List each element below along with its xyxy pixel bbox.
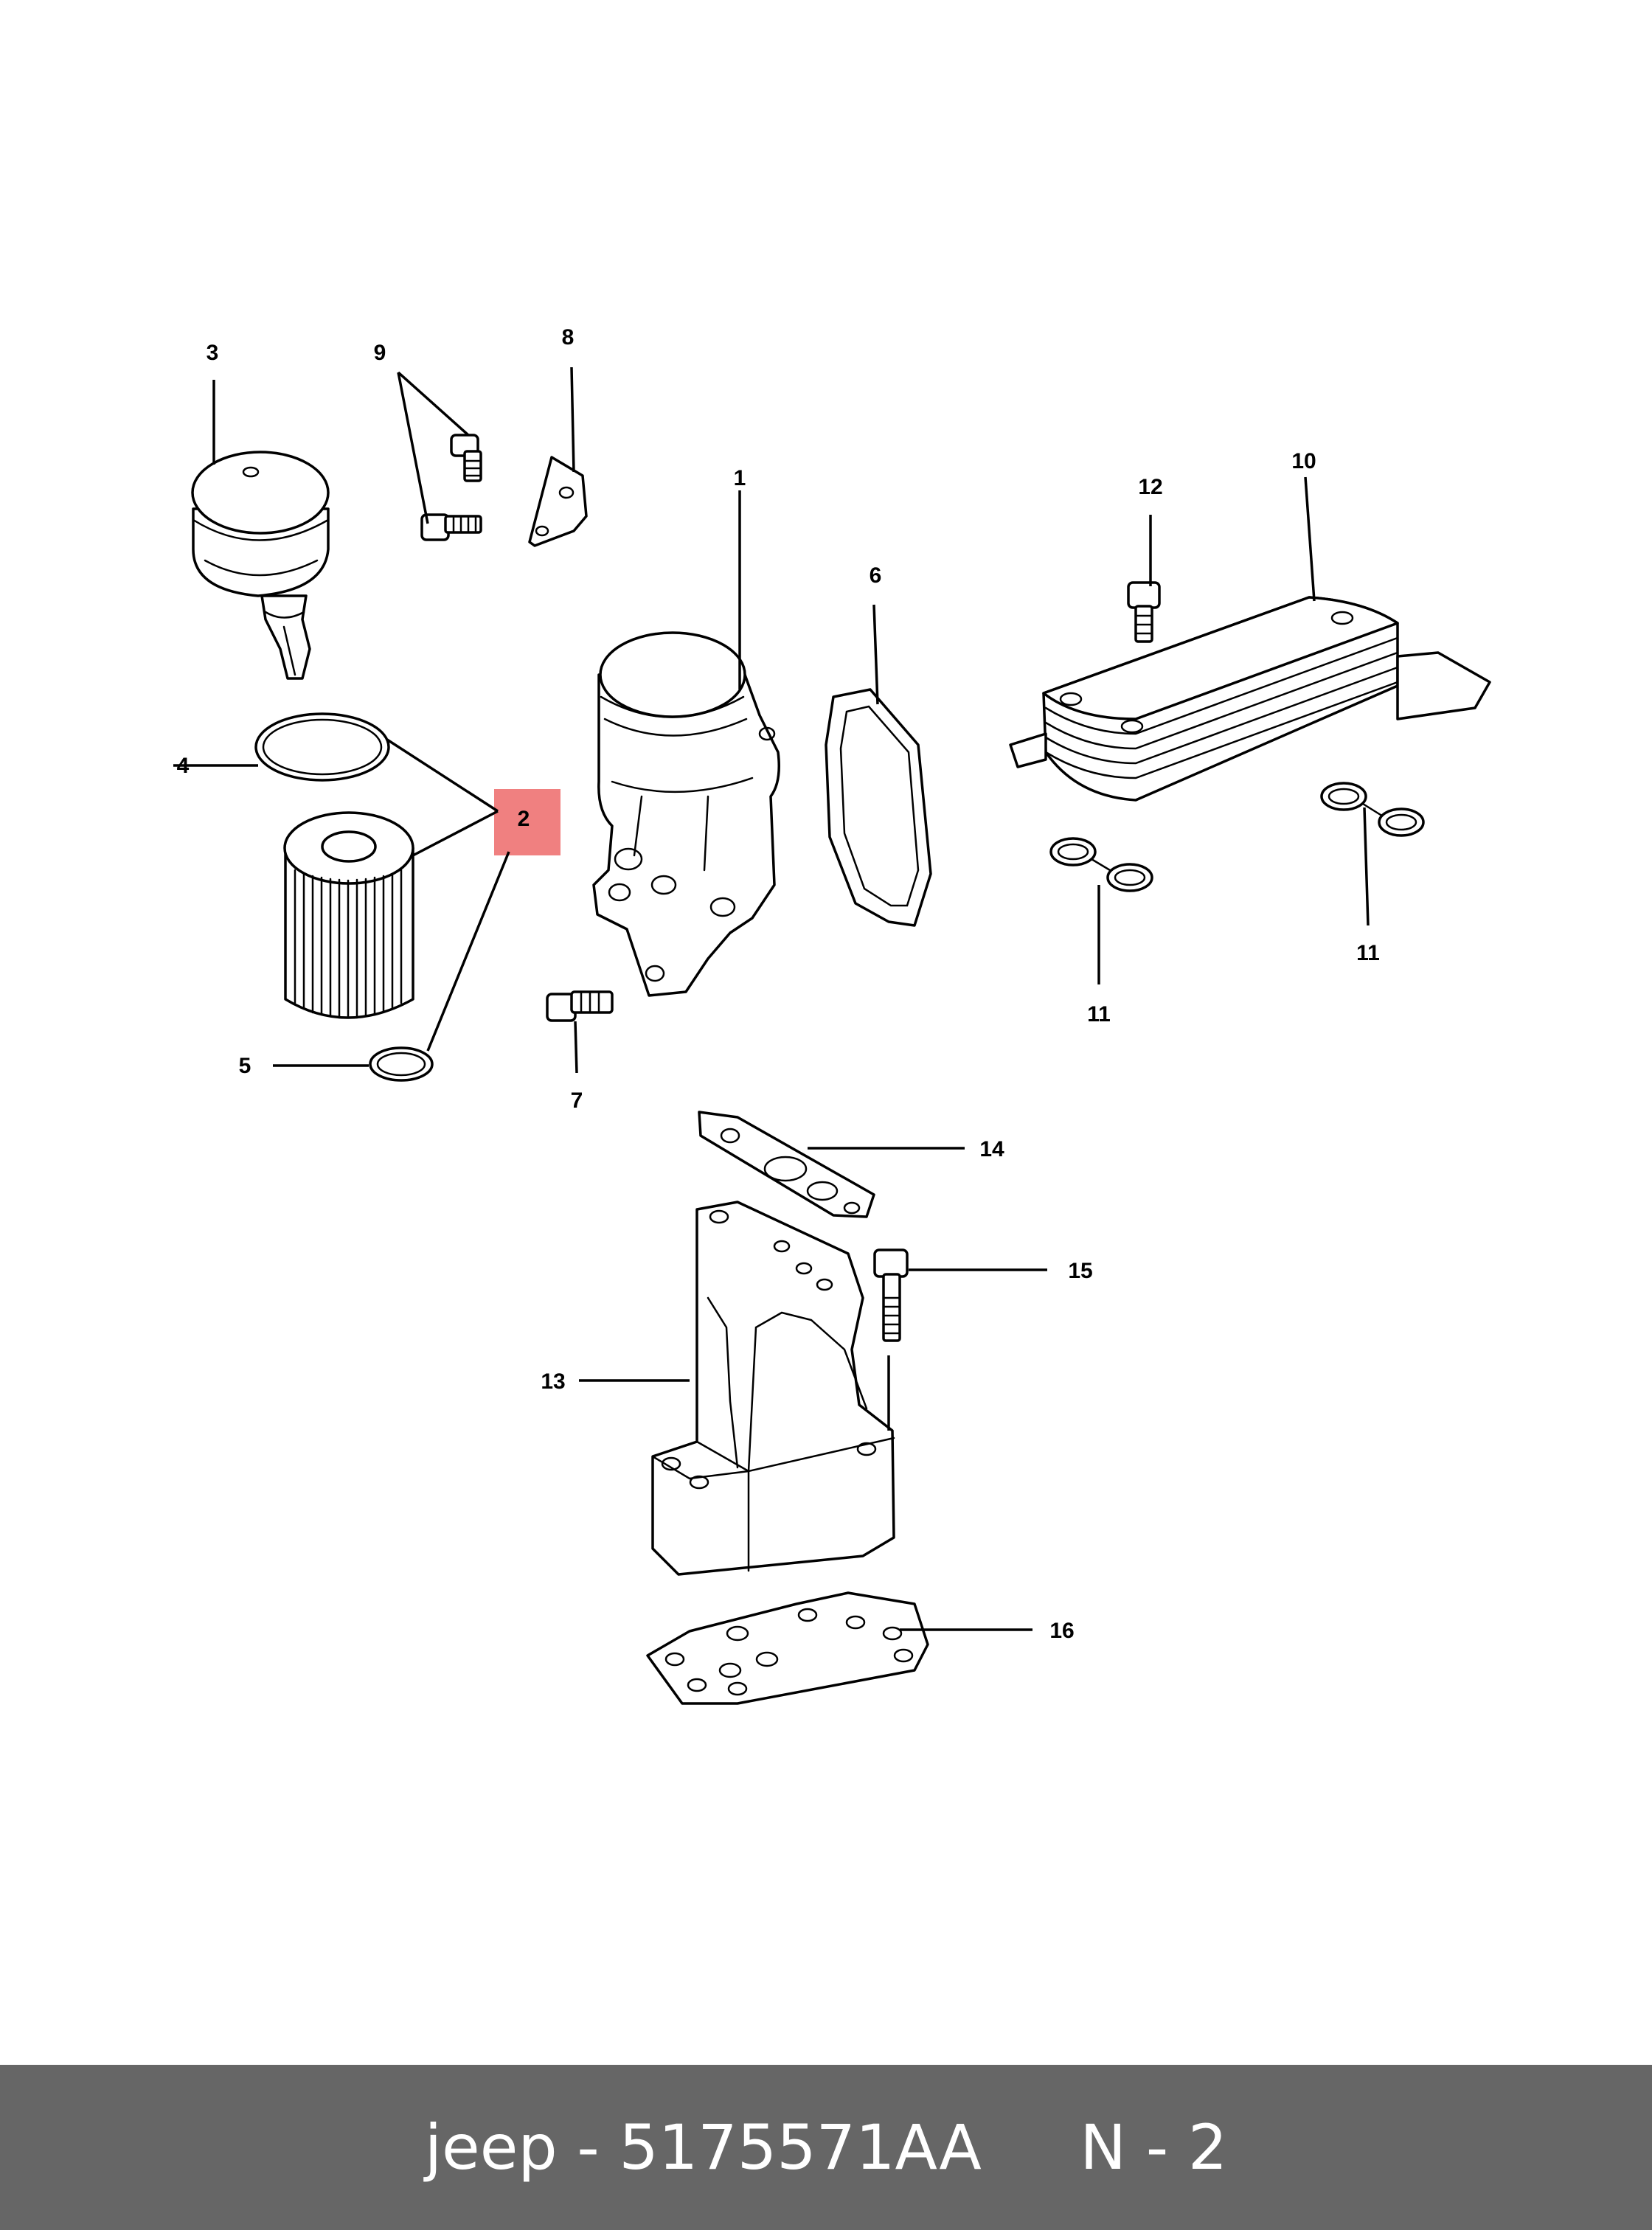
callout-7: 7 bbox=[571, 1088, 583, 1113]
part-10-oil-cooler bbox=[1009, 596, 1491, 802]
part-8-bracket bbox=[528, 456, 588, 547]
part-6-gasket bbox=[825, 688, 932, 927]
leader-lines bbox=[173, 367, 1370, 1631]
callout-13: 13 bbox=[541, 1369, 565, 1394]
part-11-seal-left bbox=[1049, 837, 1153, 892]
part-5-small-oring bbox=[369, 1046, 434, 1082]
callout-2: 2 bbox=[518, 807, 530, 831]
footer-banner: jeep - 5175571AA N - 2 bbox=[0, 2065, 1652, 2230]
part-14-plate-gasket bbox=[698, 1111, 875, 1218]
footer-caption: jeep - 5175571AA N - 2 bbox=[424, 2111, 1228, 2184]
part-1-filter-housing bbox=[592, 631, 780, 997]
callout-11-left: 11 bbox=[1087, 1002, 1111, 1027]
callout-9: 9 bbox=[374, 341, 386, 365]
callout-14: 14 bbox=[979, 1137, 1004, 1161]
part-2-filter-element bbox=[283, 811, 414, 1019]
callout-6: 6 bbox=[870, 563, 882, 588]
part-9-bolts bbox=[420, 434, 482, 541]
part-13-adapter bbox=[651, 1201, 895, 1576]
part-11-seal-right bbox=[1320, 782, 1425, 837]
part-7-bolt bbox=[546, 990, 614, 1022]
callout-11-right: 11 bbox=[1356, 941, 1380, 965]
callout-8: 8 bbox=[562, 325, 575, 350]
parts-diagram: 3 9 8 1 6 12 10 4 2 5 7 11 11 14 15 13 1… bbox=[173, 325, 1491, 1705]
callout-3: 3 bbox=[206, 341, 219, 365]
callout-4: 4 bbox=[177, 754, 190, 778]
part-4-oring bbox=[254, 712, 390, 782]
callout-15: 15 bbox=[1068, 1259, 1092, 1283]
callout-12: 12 bbox=[1138, 475, 1162, 499]
callout-2-highlight bbox=[494, 789, 560, 855]
callout-1: 1 bbox=[734, 466, 746, 490]
callout-16: 16 bbox=[1049, 1619, 1074, 1643]
callout-10: 10 bbox=[1291, 449, 1316, 473]
part-3-filter-cap bbox=[191, 451, 330, 680]
part-16-base-gasket bbox=[646, 1591, 929, 1705]
part-15-bolt bbox=[873, 1248, 909, 1342]
callout-5: 5 bbox=[239, 1054, 251, 1078]
part-12-bolt bbox=[1127, 581, 1161, 643]
